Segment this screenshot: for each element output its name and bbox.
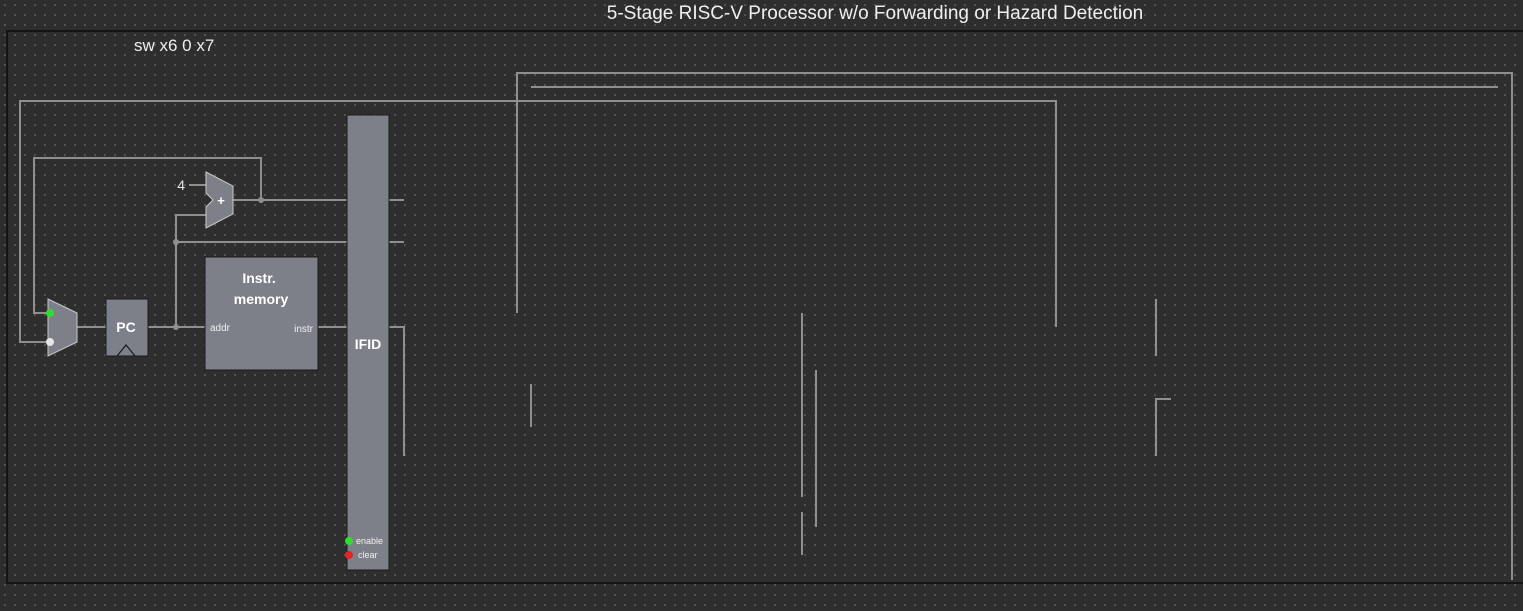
pc-clock-triangle	[116, 344, 136, 357]
diagram-title: 5-Stage RISC-V Processor w/o Forwarding …	[606, 3, 1144, 24]
current-instruction-label: sw x6 0 x7	[134, 36, 215, 55]
ifid-pipeline-register[interactable]: IFID enable clear	[345, 114, 390, 571]
circuit-frame	[6, 30, 1523, 584]
wires	[19, 72, 1513, 580]
ifid-clear-indicator	[345, 551, 353, 559]
pc-label: PC	[116, 319, 135, 335]
pc-mux[interactable]	[46, 298, 78, 357]
pc-adder[interactable]: +	[205, 171, 234, 229]
adder-symbol: +	[217, 193, 225, 208]
ifid-label: IFID	[355, 336, 381, 352]
ifid-clear-label: clear	[358, 550, 378, 560]
imem-instr-port: instr	[294, 324, 314, 335]
wire-fragment-f	[1155, 398, 1171, 456]
ifid-enable-label: enable	[356, 536, 383, 546]
imem-addr-port: addr	[210, 323, 231, 334]
wire-pc-to-adder	[175, 214, 206, 327]
wire-top-route-outer	[516, 72, 1513, 580]
mux-input-1-indicator	[46, 338, 54, 346]
imem-title: Instr. memory	[234, 270, 289, 307]
junction-pc-branch	[173, 239, 179, 245]
instruction-memory[interactable]: Instr. memory addr instr	[204, 256, 319, 371]
adder-constant-label: 4	[177, 177, 185, 193]
ifid-enable-indicator	[345, 537, 353, 545]
wire-ifid-instr-out	[389, 326, 405, 456]
mux-input-0-indicator	[46, 309, 54, 317]
wire-branch-target-feedback	[19, 100, 1057, 343]
junction-pc-plus-4	[258, 197, 264, 203]
pc-register[interactable]: PC	[105, 298, 149, 357]
junction-pc-out	[173, 324, 179, 330]
wire-pc-plus-4-feedback	[33, 157, 262, 314]
